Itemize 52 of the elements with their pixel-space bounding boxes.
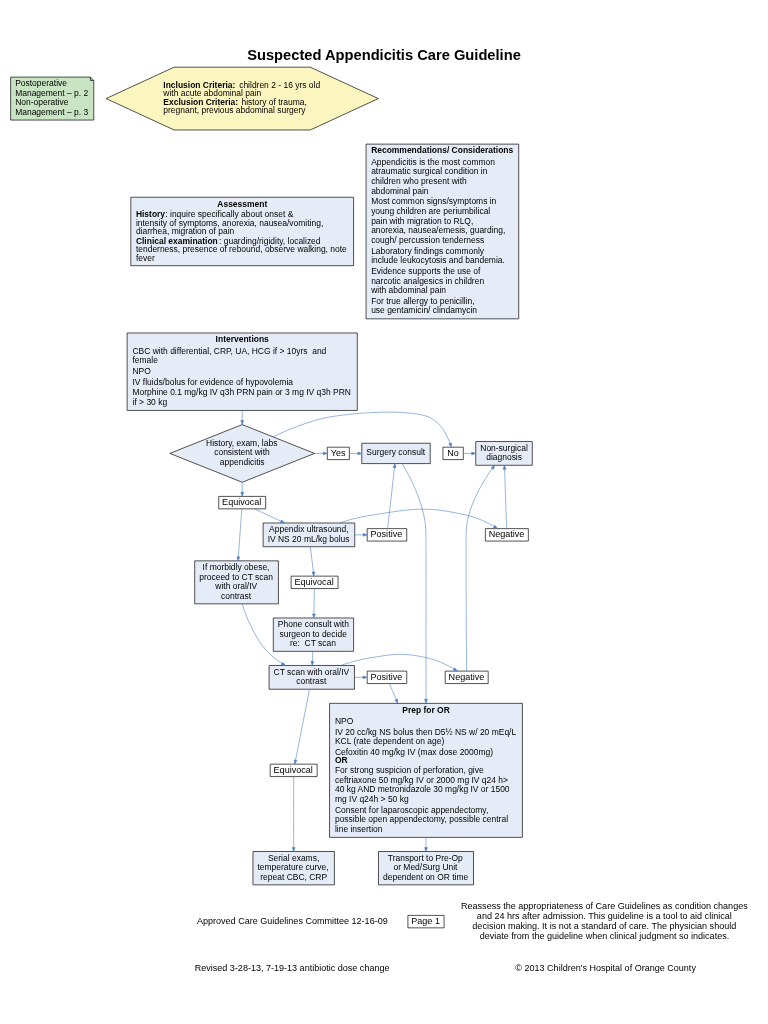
node-box: Appendix ultrasound, IV NS 20 mL/kg bolus	[262, 522, 356, 547]
arrow	[354, 532, 368, 536]
arrow	[293, 688, 310, 764]
arrow	[349, 451, 363, 455]
node-box: CT scan with oral/IV contrast	[268, 664, 355, 690]
node-box: Interventions CBC with differential, CRP, UA, HCG if > 10yrs and female NPO IV fluids/bolus for evidence of hypovolemia Morphine 0.1 mg/kg IV q3h PRN pain or 3 mg IV q3h PRN if > 30 kg	[126, 332, 358, 411]
arrow	[310, 650, 315, 666]
arrow	[424, 836, 428, 852]
arrow	[401, 462, 428, 703]
node-box: Equivocal	[218, 495, 266, 509]
arrow	[310, 546, 316, 576]
arrow	[241, 603, 286, 666]
arrow	[314, 451, 328, 455]
arrow	[340, 653, 458, 671]
node-box: Serial exams, temperature curve, repeat CBC, CRP	[252, 850, 335, 885]
node-box: Positive	[366, 670, 408, 684]
arrow	[502, 464, 507, 529]
node-box: Non-surgical diagnosis	[475, 440, 533, 466]
node-box: Surgery consult	[361, 442, 431, 464]
label: © 2013 Children's Hospital of Orange County	[515, 962, 696, 973]
label: Reassess the appropriateness of Care Guidelines as condition changes and 24 hrs after admission. This guideline is a tool to aid clinical decision making. It is not a standard of care. The physician should deviate from the guideline when clinical judgment so indicates.	[461, 900, 748, 941]
label: Approved Care Guidelines Committee 12-16-09	[196, 915, 388, 926]
arrow	[236, 508, 243, 561]
arrow	[339, 508, 498, 529]
arrow	[463, 451, 476, 455]
node-box: Equivocal	[269, 763, 318, 777]
arrow	[272, 411, 452, 447]
node-box: Phone consult with surgeon to decide re: CT scan	[272, 617, 354, 652]
node-box: Positive	[366, 527, 408, 541]
arrow	[465, 464, 495, 671]
node-box: Page 1	[407, 914, 445, 928]
arrow	[254, 508, 285, 523]
node-box: Negative	[485, 527, 529, 541]
arrow	[292, 775, 296, 852]
node-box: Assessment History: inquire specifically about onset & intensity of symptoms, anorexia, nausea/vomiting, diarrhea, migration of pain Clinical examination: guarding/rigidity, localized tenderness, presence of rebound, observe walking, note fever	[130, 196, 354, 266]
arrow	[387, 462, 397, 529]
label: Revised 3-28-13, 7-19-13 antibiotic dose change	[194, 962, 390, 973]
node-box: No	[442, 446, 464, 460]
node-box: If morbidly obese, proceed to CT scan with oral/IV contrast	[194, 560, 279, 604]
diagram-title: Suspected Appendicitis Care Guideline	[247, 46, 521, 63]
arrow	[389, 682, 399, 704]
node-box: Prep for OR NPO IV 20 cc/kg NS bolus then D5½ NS w/ 20 mEq/L KCL (rate dependent on age) Cefoxitin 40 mg/kg IV (max dose 2000mg) OR For strong suspicion of perforation, give ceftriaxone 50 mg/kg IV or 2000 mg IV q24 h> 40 kg AND metronidazole 30 mg/kg IV or 1500 mg IV q24h > 50 kg Consent for laparoscopic appendectomy, possible open appendectomy, possible central line insertion	[329, 702, 523, 838]
node-box: Equivocal	[290, 575, 339, 589]
node-diamond: History, exam, labs consistent with appendicitis	[169, 423, 315, 483]
node-box: Yes	[326, 446, 350, 460]
arrow	[354, 675, 368, 679]
node-box: Recommendations/ Considerations Appendicitis is the most common atraumatic surgical condition in children who present with abdominal pain Most common signs/symptoms in young children are periumbilical pain with migration to RLQ, anorexia, nausea/emesis, guarding, cough/ percussion tenderness Laboratory findings commonly include leukocytosis and bandemia. Evidence supports the use of narcotic analgesics in children with abdominal pain For true allergy to penicillin, use gentamicin/ clindamycin	[365, 143, 520, 319]
arrow	[240, 409, 244, 425]
node-box: Transport to Pre-Op or Med/Surg Unit dependent on OR time	[378, 850, 474, 885]
arrow	[240, 481, 244, 497]
arrow	[312, 587, 316, 618]
node-box: Negative	[444, 670, 489, 684]
